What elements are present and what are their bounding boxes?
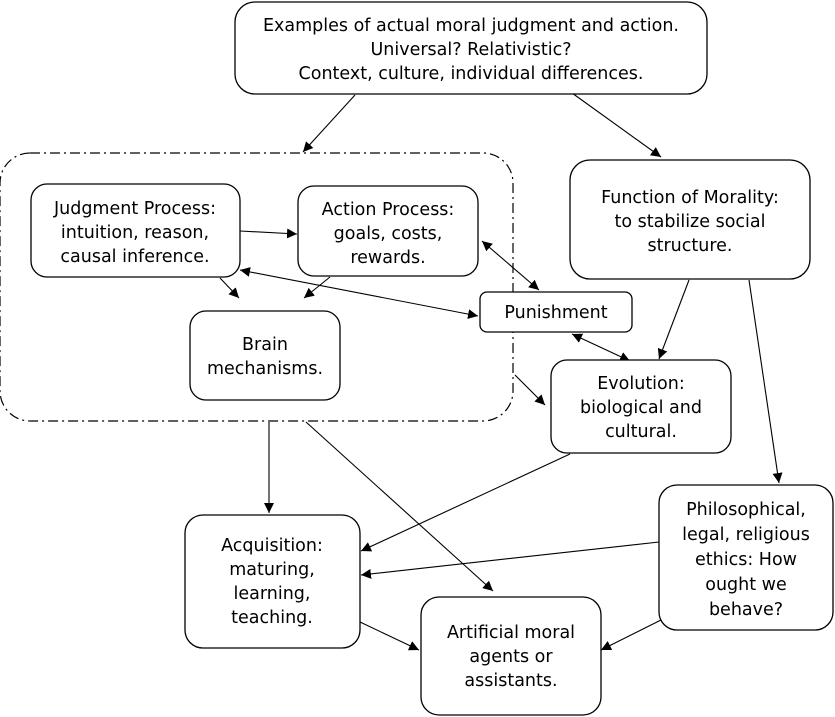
node-philosophical-line-5: behave? [709,600,783,620]
node-acquisition-box [184,514,361,649]
edge-function-to-evolution [657,279,690,360]
node-judgment: Judgment Process: intuition, reason, cau… [30,183,241,278]
node-function-line-2: to stabilize social [615,212,766,232]
node-examples-box [234,1,708,95]
node-philosophical: Philosophical, legal, religious ethics: … [658,484,834,631]
node-evolution-line-3: cultural. [605,422,677,442]
node-judgment-box [30,183,241,278]
edge-philosophical-to-acquisition [360,541,660,579]
node-function: Function of Morality: to stabilize socia… [569,159,811,280]
edge-philosophical-to-artificial [600,619,662,651]
node-artificial-box [420,596,602,716]
node-examples-line-1: Examples of actual moral judgment and ac… [263,16,679,36]
node-examples-line-2: Universal? Relativistic? [370,40,571,60]
node-judgment-line-2: intuition, reason, [61,223,209,243]
edge-examples-to-function [571,92,662,158]
node-examples: Examples of actual moral judgment and ac… [234,1,708,95]
node-artificial-line-3: assistants. [464,671,557,691]
edge-action-to-brain [303,276,331,299]
node-evolution-line-1: Evolution: [597,374,685,394]
edge-action-punishment [481,240,540,291]
node-acquisition: Acquisition: maturing, learning, teachin… [184,514,361,649]
edge-judgment-punishment [239,266,479,320]
node-action-line-3: rewards. [350,248,425,268]
edge-acquisition-to-artificial [359,621,420,651]
node-brain-box [189,310,341,401]
node-artificial-line-1: Artificial moral [447,623,575,643]
node-brain: Brain mechanisms. [189,310,341,401]
node-action-line-1: Action Process: [322,200,455,220]
edge-evolution-to-acquisition [360,453,571,552]
node-acquisition-line-4: teaching. [231,608,313,628]
node-function-box [569,159,811,280]
node-brain-line-2: mechanisms. [207,359,323,379]
node-function-line-1: Function of Morality: [601,188,779,208]
node-philosophical-line-2: legal, religious [682,525,810,545]
edge-judgment-to-action [239,228,298,239]
node-philosophical-line-3: ethics: How [695,550,797,570]
node-acquisition-line-3: learning, [234,584,311,604]
node-judgment-line-1: Judgment Process: [53,199,216,219]
edge-group-to-evolution [514,374,546,406]
node-punishment: Punishment [479,291,633,333]
edge-judgment-to-brain [219,277,240,299]
node-action-line-2: goals, costs, [334,224,443,244]
node-brain-line-1: Brain [242,335,288,355]
node-punishment-line-1: Punishment [504,303,607,323]
node-examples-line-3: Context, culture, individual differences… [299,64,644,84]
node-philosophical-line-4: ought we [705,575,787,595]
edge-function-to-philosophical [748,279,783,484]
edges [219,92,783,651]
node-judgment-line-3: causal inference. [60,247,209,267]
node-philosophical-box [658,484,834,631]
node-action: Action Process: goals, costs, rewards. [297,185,479,277]
node-evolution: Evolution: biological and cultural. [550,359,732,454]
node-acquisition-line-2: maturing, [229,560,315,580]
edge-examples-to-group [302,94,356,153]
node-artificial: Artificial moral agents or assistants. [420,596,602,716]
node-action-box [297,185,479,277]
node-evolution-box [550,359,732,454]
node-evolution-line-2: biological and [580,398,702,418]
node-punishment-box [479,291,633,333]
edge-punishment-evolution [571,333,631,362]
edge-group-to-artificial [305,421,494,592]
node-acquisition-line-1: Acquisition: [221,536,323,556]
node-philosophical-line-1: Philosophical, [686,500,806,520]
node-artificial-line-2: agents or [469,647,553,667]
node-function-line-3: structure. [648,236,733,256]
